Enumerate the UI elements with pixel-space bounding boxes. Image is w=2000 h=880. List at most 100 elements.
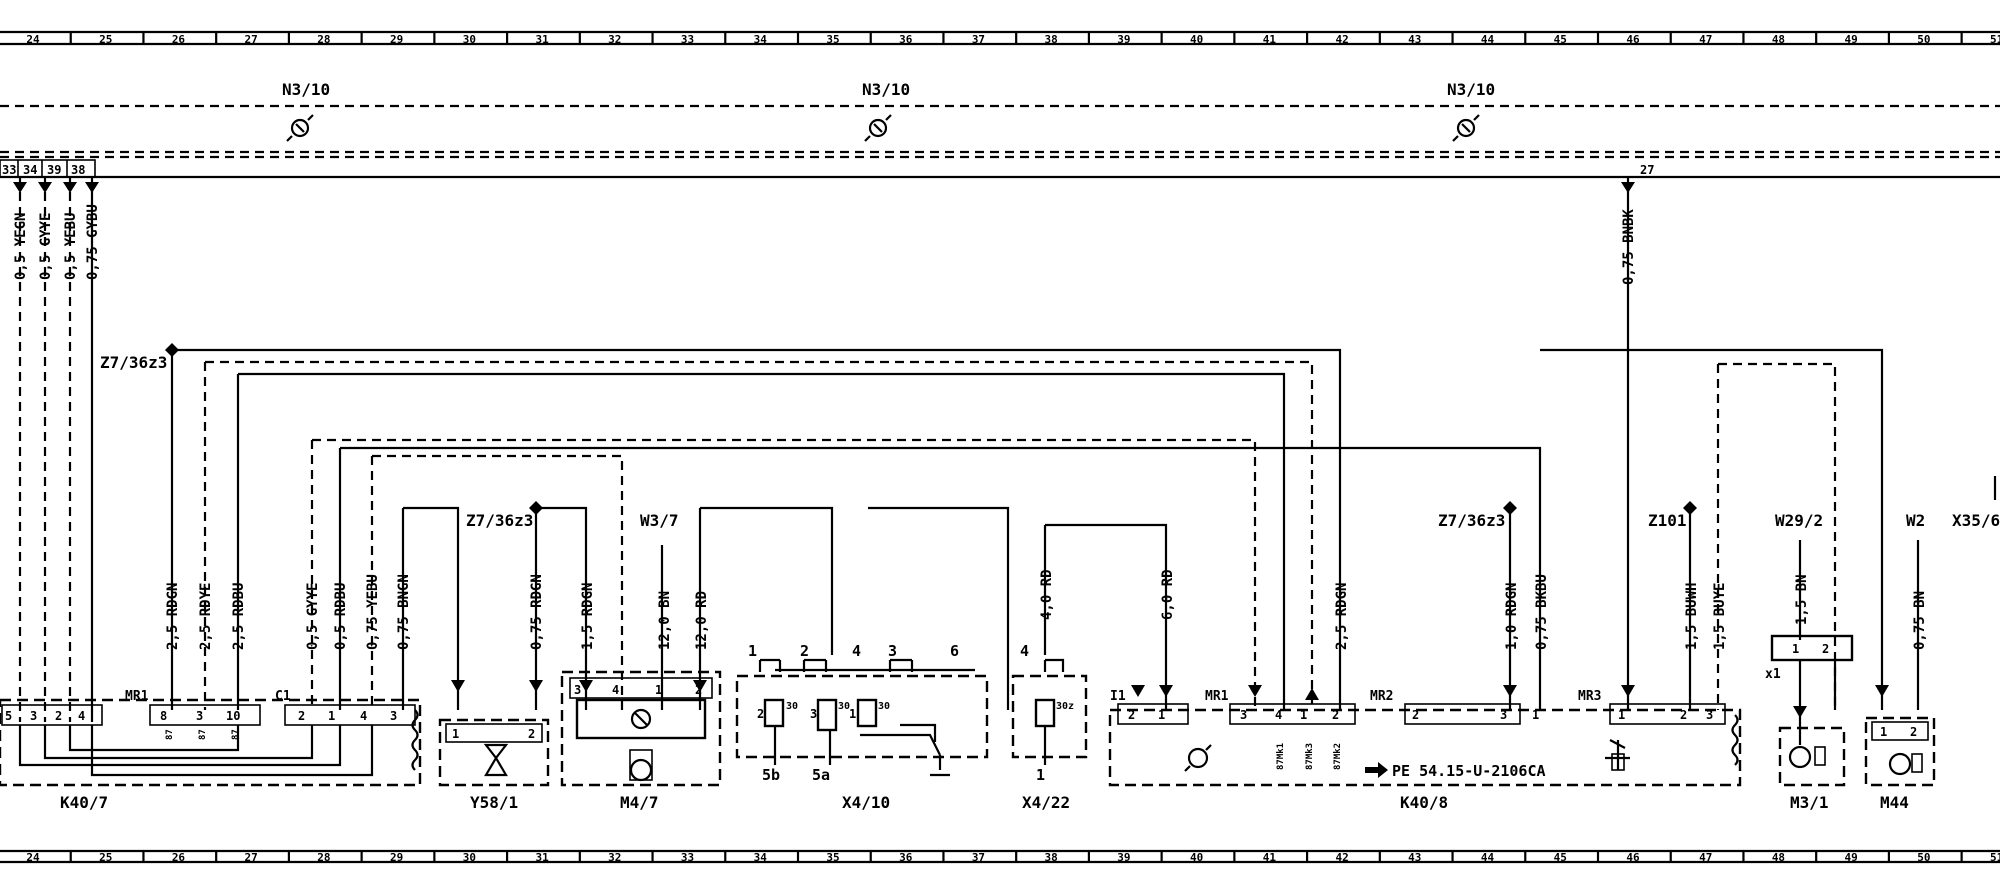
component-y58-1: Y58/1 — [438, 718, 550, 812]
pin-k407-m0: 8 — [160, 709, 167, 723]
pin-m31-0: 1 — [1792, 642, 1799, 656]
component-x4-22: X4/22 — [1011, 658, 1088, 812]
splice-label-1: Z7/36z3 — [100, 353, 167, 372]
arrow-down-icon — [1621, 685, 1635, 697]
pump-icon — [1788, 745, 1826, 769]
wire-left-2: 0,5 GYYE — [38, 213, 54, 280]
wire-label-18: 1,5 BN — [1794, 574, 1810, 625]
pin-x422-0: 4 — [1020, 642, 1029, 660]
grid-bot-24: 24 — [26, 851, 40, 864]
grid-bot-40: 40 — [1190, 851, 1203, 864]
grid-top-40: 40 — [1190, 33, 1203, 46]
wire-label-15: 0,75 BKBU — [1534, 574, 1550, 650]
grid-bot-46: 46 — [1626, 851, 1640, 864]
grid-bot-29: 29 — [390, 851, 403, 864]
grid-bot-44: 44 — [1481, 851, 1495, 864]
pin-k407-c3: 3 — [390, 709, 397, 723]
grid-bot-50: 50 — [1917, 851, 1930, 864]
pin-x410-t3: 3 — [888, 642, 897, 660]
pin-k407-c0: 2 — [298, 709, 305, 723]
splice-loops: Z7/36z3 Z7/36z3 — [100, 343, 1542, 710]
pump-icon — [1888, 752, 1923, 776]
grid-top-48: 48 — [1772, 33, 1785, 46]
wire-label-10: 12,0 RD — [694, 591, 710, 650]
pin-m47-2: 1 — [655, 683, 662, 697]
pin-x422-1: 1 — [1036, 766, 1045, 784]
grid-bot-38: 38 — [1045, 851, 1058, 864]
relay-pin-4: 87Mk3 — [1305, 743, 1315, 770]
pin-x410-b0: 5b — [762, 766, 780, 784]
arrow-down-icon — [38, 182, 52, 193]
motor-icon — [1184, 744, 1212, 772]
grid-top-44: 44 — [1481, 33, 1495, 46]
pin-y58-0: 1 — [452, 727, 459, 741]
splice-label-3: Z7/36z3 — [1438, 511, 1505, 530]
conn-w3-7: W3/7 — [640, 511, 679, 530]
component-m44: M44 — [1864, 716, 1936, 812]
right-wires: Z7/36z3 Z101 W29/2 W2 X35/6 — [1438, 348, 2000, 710]
grid-top-50: 50 — [1917, 33, 1930, 46]
wire-label-14: 1,0 RDGN — [1504, 583, 1520, 650]
k408-mr1-label: MR1 — [1205, 689, 1229, 704]
component-label-y58-1: Y58/1 — [470, 793, 518, 812]
wire-label-11: 4,0 RD — [1039, 569, 1055, 620]
component-label-x4-10: X4/10 — [842, 793, 890, 812]
grid-top-27: 27 — [245, 33, 258, 46]
grid-bot-41: 41 — [1263, 851, 1277, 864]
component-label-m3-1: M3/1 — [1790, 793, 1829, 812]
wire-label-19: 0,75 BN — [1912, 591, 1928, 650]
k408-mr2-label: MR2 — [1370, 689, 1393, 704]
grid-bot-36: 36 — [899, 851, 913, 864]
motor-icon — [286, 114, 314, 142]
pin-x410-t4: 6 — [950, 642, 959, 660]
pin-k408-m21: 3 — [1500, 708, 1507, 722]
fuse-icon — [856, 698, 878, 728]
pin-m44-1: 2 — [1910, 725, 1917, 739]
center-wires: W3/7 — [640, 506, 1168, 710]
grid-bot-45: 45 — [1554, 851, 1567, 864]
left-wires: 0,5 YEGN 0,5 GYYE 0,5 YEBU 0,75 GYBU — [13, 177, 101, 722]
bus-label-2: N3/10 — [862, 80, 910, 99]
component-label-m44: M44 — [1880, 793, 1909, 812]
wire-label-9: 12,0 BN — [657, 591, 673, 650]
pin-k408-i0: 2 — [1128, 708, 1135, 722]
pin-x410-b1: 5a — [812, 766, 830, 784]
pin-m47-0: 3 — [574, 683, 581, 697]
component-k40-8: I1 MR1 MR2 MR3 PE 54.15-U-2106CA K40/8 — [1108, 689, 1742, 812]
fuse-icon — [816, 698, 838, 732]
arrow-down-icon — [85, 182, 99, 193]
grid-top-37: 37 — [972, 33, 985, 46]
grid-top-28: 28 — [317, 33, 330, 46]
wire-label-5: 0,75 YEBU — [365, 574, 381, 650]
grid-bot-26: 26 — [172, 851, 186, 864]
pin-y58-1: 2 — [528, 727, 535, 741]
pin-x410-t0: 1 — [748, 642, 757, 660]
grid-top-51: 51 — [1990, 33, 2000, 46]
splice-label-4: Z101 — [1648, 511, 1687, 530]
arrow-down-icon — [451, 680, 465, 692]
component-k40-7: MR1 C1 K40/7 — [0, 689, 422, 812]
pin-m44-0: 1 — [1880, 725, 1887, 739]
arrow-down-icon — [1159, 685, 1173, 697]
bus-pin-38: 38 — [71, 163, 85, 177]
grid-bot-51: 51 — [1990, 851, 2000, 864]
grid-top-43: 43 — [1408, 33, 1421, 46]
grid-top-25: 25 — [99, 33, 112, 46]
conn-w2: W2 — [1906, 511, 1925, 530]
grid-bot-34: 34 — [754, 851, 768, 864]
pin-k408-m31: 2 — [1680, 708, 1687, 722]
grid-top-41: 41 — [1263, 33, 1277, 46]
k408-i1-label: I1 — [1110, 689, 1126, 704]
wire-label-12: 6,0 RD — [1160, 569, 1176, 620]
ground-icon — [860, 733, 950, 777]
bus-wire-right: 0,75 BNBK — [1621, 177, 1637, 710]
wire-label-7: 0,75 RDGN — [529, 574, 545, 650]
wire-label-8: 1,5 RDGN — [580, 583, 596, 650]
wire-left-4: 0,75 GYBU — [85, 204, 101, 280]
pin-x410-term0: 30 — [786, 701, 798, 712]
grid-top-30: 30 — [463, 33, 476, 46]
arrow-down-icon — [579, 680, 593, 692]
relay-pin-3: 87Mk1 — [1276, 743, 1286, 770]
